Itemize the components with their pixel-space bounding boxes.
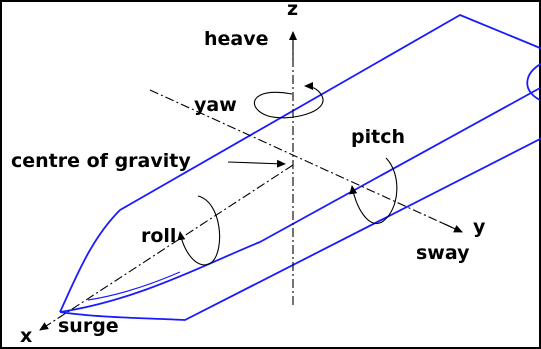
hull-waterline xyxy=(87,271,181,301)
z-axis-label: z xyxy=(287,0,299,20)
roll-rotation-arrow xyxy=(177,195,221,266)
y-axis-label: y xyxy=(473,216,486,238)
hull-side-outline xyxy=(59,87,541,313)
roll-label: roll xyxy=(141,225,177,247)
rotation-arrows xyxy=(177,82,398,266)
hull-stern xyxy=(526,63,541,101)
axes xyxy=(39,31,463,331)
centre-of-gravity-label: centre of gravity xyxy=(11,150,191,172)
hull-bottom-outline xyxy=(59,137,541,321)
yaw-label: yaw xyxy=(194,94,237,116)
pitch-label: pitch xyxy=(351,126,405,148)
yaw-rotation-arrow xyxy=(253,82,324,119)
x-axis-label: x xyxy=(20,325,33,347)
y-axis xyxy=(149,89,463,233)
surge-label: surge xyxy=(58,315,119,337)
ship-hull xyxy=(59,14,541,321)
pitch-rotation-arrow xyxy=(349,157,398,225)
hull-deck-outline xyxy=(59,14,541,313)
sway-label: sway xyxy=(416,242,470,264)
x-axis xyxy=(39,164,294,331)
cog-pointer xyxy=(227,159,286,168)
heave-label: heave xyxy=(204,28,269,50)
y-axis-arrow xyxy=(439,221,463,233)
